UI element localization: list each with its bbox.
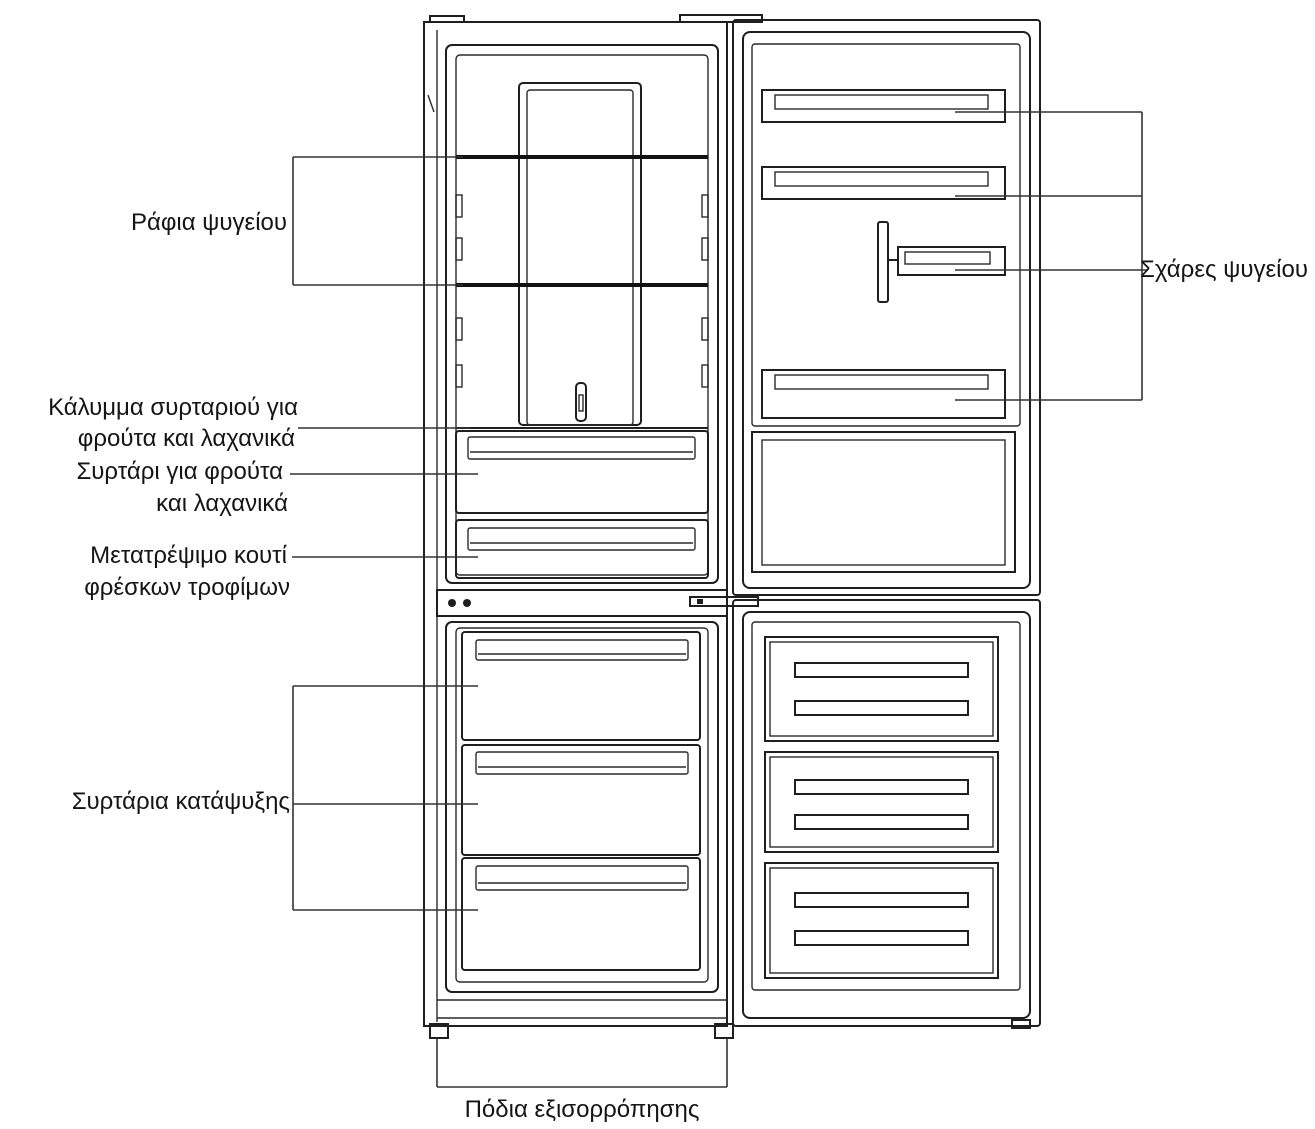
shelf-support (455, 237, 463, 261)
freezer-door-liner (751, 621, 1021, 991)
leveling-foot-left (429, 1023, 449, 1039)
convertible-box (455, 519, 709, 579)
freezer-door-bar (794, 814, 969, 830)
freezer-drawer-1-handle (475, 639, 689, 661)
freezer-door-bar (794, 700, 969, 716)
freezer-door-panel-1 (764, 636, 999, 742)
cabinet-outer (423, 21, 728, 1027)
crisper-drawer (455, 430, 709, 514)
freezer-door (732, 599, 1041, 1029)
air-duct-inner (526, 89, 634, 426)
freezer-door-bar (794, 662, 969, 678)
divider-panel (436, 589, 728, 617)
labels: Ράφια ψυγείου Σχάρες ψυγείου Κάλυμμα συρ… (48, 209, 1308, 1123)
shelf-support (701, 364, 709, 388)
shelf-support (455, 194, 463, 218)
door-bottom-bin-inner (761, 439, 1006, 566)
middle-hinge (689, 596, 759, 607)
label-crisper-drawer-line1: Συρτάρι για φρούτα (76, 458, 283, 485)
shelf-support (701, 194, 709, 218)
freezer-door-bar (794, 892, 969, 908)
shelf-support (701, 237, 709, 261)
control-knob (463, 599, 471, 607)
cabinet-corner-mark (427, 94, 435, 113)
door-bottom-bin (751, 431, 1016, 573)
door-rack-1-bar (774, 94, 989, 110)
freezer-drawer-3 (461, 857, 701, 971)
freezer-compartment-inner (455, 627, 709, 983)
label-leveling-feet: Πόδια εξισορρόπησης (465, 1096, 700, 1123)
label-freezer-drawers: Συρτάρια κατάψυξης (72, 788, 290, 815)
door-rack-1 (761, 89, 1006, 123)
door-rack-3-bar (904, 251, 991, 265)
air-duct-outer (518, 82, 642, 426)
door-rack-2-bar (774, 171, 989, 187)
shelf-support (455, 364, 463, 388)
fridge-compartment-outer (445, 44, 719, 584)
label-convertible-box-line1: Μετατρέψιμο κουτί (90, 542, 287, 569)
door-rack-bracket (877, 221, 889, 303)
fridge-door-liner (751, 43, 1021, 427)
freezer-door-gasket (742, 611, 1031, 1019)
top-cover-left (429, 15, 465, 23)
freezer-door-outer (732, 599, 1041, 1027)
convertible-box-handle (467, 527, 696, 551)
label-door-racks: Σχάρες ψυγείου (1140, 256, 1308, 283)
freezer-drawer-2-handle (475, 751, 689, 775)
label-crisper-cover-line2: φρούτα και λαχανικά (78, 425, 295, 452)
door-rack-4-bar (774, 374, 989, 390)
shelf-support (455, 317, 463, 341)
door-rack-4 (761, 369, 1006, 419)
hinge-pin (697, 599, 703, 604)
label-convertible-box-line2: φρέσκων τροφίμων (84, 574, 290, 601)
freezer-door-panel-3 (764, 862, 999, 979)
damper-knob-slot (578, 394, 584, 412)
freezer-drawer-2 (461, 744, 701, 856)
freezer-door-bar (794, 779, 969, 795)
label-fridge-shelves: Ράφια ψυγείου (131, 209, 287, 236)
fridge-door (732, 19, 1041, 596)
freezer-door-panel-1-inner (769, 641, 994, 737)
door-bottom-hinge (1011, 1019, 1031, 1029)
crisper-drawer-handle (467, 436, 696, 460)
shelf-support (701, 317, 709, 341)
freezer-door-panel-3-inner (769, 867, 994, 974)
fridge-cabinet (423, 14, 763, 1039)
freezer-compartment-outer (445, 621, 719, 993)
leveling-foot-right (714, 1023, 734, 1039)
freezer-drawer-3-handle (475, 865, 689, 891)
label-crisper-cover-line1: Κάλυμμα συρταριού για (48, 394, 298, 421)
label-crisper-drawer-line2: και λαχανικά (156, 490, 288, 517)
door-rack-2 (761, 166, 1006, 200)
freezer-door-bar (794, 930, 969, 946)
top-hinge (679, 14, 763, 23)
freezer-door-panel-2 (764, 751, 999, 853)
fridge-door-gasket (742, 31, 1031, 589)
fridge-door-outer (732, 19, 1041, 596)
fridge-compartment-inner (455, 54, 709, 576)
freezer-door-panel-2-inner (769, 756, 994, 848)
damper-knob (575, 382, 587, 422)
freezer-drawer-1 (461, 631, 701, 741)
leader-lines (290, 111, 1148, 1088)
control-knob (448, 599, 456, 607)
